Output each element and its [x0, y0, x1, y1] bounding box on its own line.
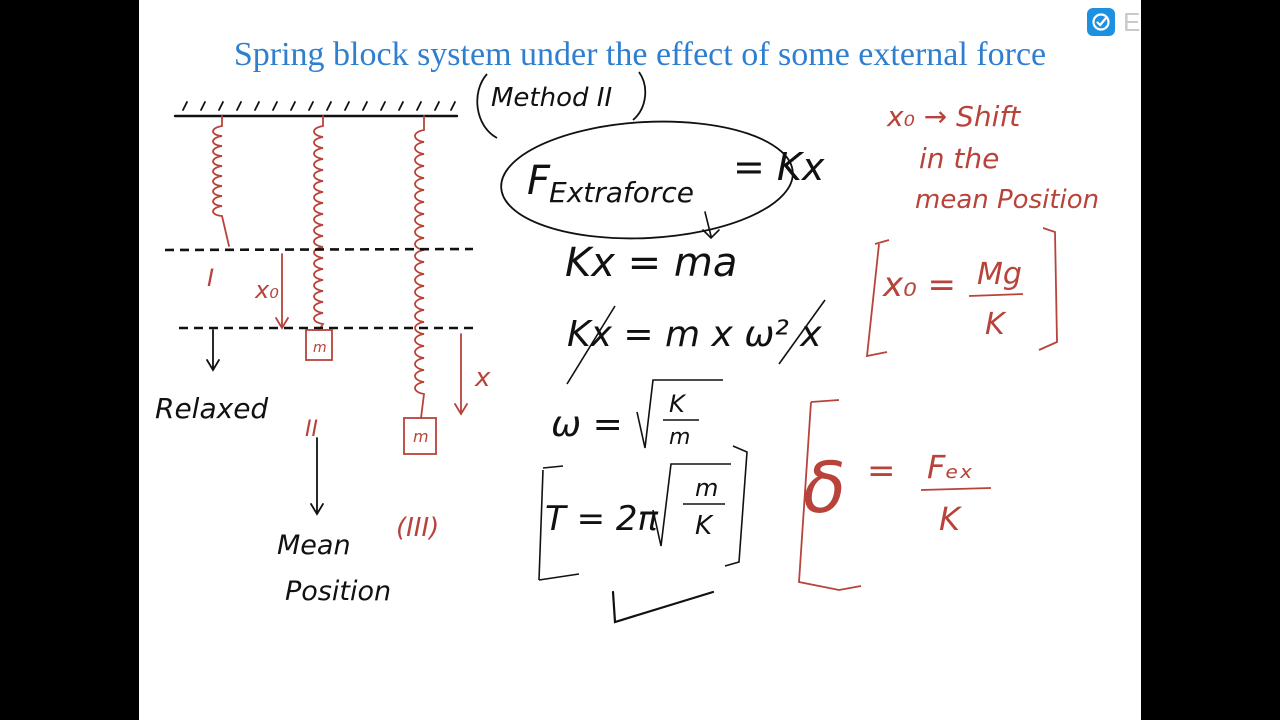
spring-extended: [414, 115, 426, 419]
label-mean: Mean: [277, 530, 351, 561]
eq1-force: F: [527, 158, 551, 204]
x0-numerator: Mg: [977, 257, 1022, 292]
label-x0: x₀: [254, 276, 279, 304]
note-shift-line1: x₀ → Shift: [886, 100, 1021, 133]
note-shift-line3: mean Position: [915, 185, 1099, 215]
eq3: Kx = m x ω² x: [567, 314, 822, 355]
relaxed-arrow: [206, 329, 220, 372]
page-title: Spring block system under the effect of …: [233, 36, 1047, 73]
force-ellipse: [500, 120, 794, 240]
block-extended-label: m: [413, 427, 429, 446]
eq1-rhs: = Kx: [733, 145, 825, 189]
x0-lhs: x₀ =: [882, 265, 956, 305]
eq4-denominator: m: [669, 425, 690, 450]
eq5-box: [538, 445, 748, 581]
ceiling: [173, 101, 459, 118]
block-extended: [403, 417, 437, 455]
note-shift-line2: in the: [919, 142, 999, 175]
x0-box: [865, 227, 1058, 358]
brand-name: EasyTeach: [1123, 6, 1141, 37]
mean-arrow: [310, 437, 324, 516]
method-heading: Method II: [491, 83, 612, 113]
block-mean: [305, 329, 333, 361]
delta-symbol: δ: [803, 447, 846, 529]
check-circle-icon: [1087, 8, 1115, 36]
eq2: Kx = ma: [565, 240, 737, 286]
eq1-subscript: Extraforce: [549, 176, 694, 209]
label-relaxed: Relaxed: [155, 392, 268, 425]
brand-logo: EasyTeach: [1087, 6, 1141, 38]
eq5-root: [652, 463, 731, 547]
eq5-lhs: T = 2π: [545, 499, 659, 539]
delta-equals: =: [867, 451, 896, 491]
x0-denominator: K: [985, 307, 1007, 342]
label-numeral-i: I: [207, 264, 214, 292]
x0-arrow: [275, 253, 289, 330]
method-bracket: [476, 71, 647, 139]
eq4-root: [636, 379, 723, 449]
x-arrow: [454, 333, 468, 416]
whiteboard: Spring block system under the effect of …: [139, 0, 1141, 720]
eq5-denominator: K: [695, 511, 714, 541]
checkmark-stroke: [611, 590, 715, 624]
relaxed-level-line: [164, 247, 474, 252]
eq5-numerator: m: [695, 474, 718, 502]
label-x: x: [474, 363, 491, 393]
label-position: Position: [285, 576, 391, 607]
eq4-numerator: K: [669, 390, 687, 418]
delta-numerator: Fₑₓ: [927, 448, 973, 486]
spring-mean: [313, 115, 325, 331]
pointer-arrow: [702, 211, 720, 240]
eq3-cancel-marks: [566, 299, 826, 385]
delta-denominator: K: [939, 500, 963, 538]
handwriting-canvas: m m I Relaxed x₀ x II Mean Position (III…: [155, 71, 1099, 624]
label-numeral-iii: (III): [396, 513, 439, 543]
eq4-lhs: ω =: [551, 404, 623, 445]
spring-relaxed: [212, 115, 230, 247]
label-numeral-ii: II: [305, 417, 318, 442]
block-mean-label: m: [313, 340, 327, 356]
delta-box: [798, 399, 862, 591]
